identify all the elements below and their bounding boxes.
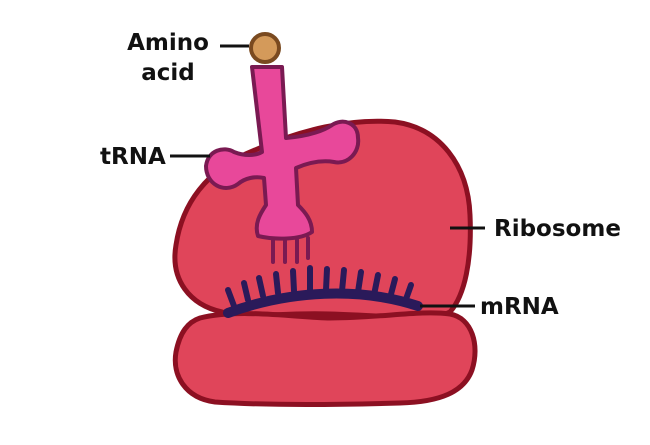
amino-acid-label-line1: Amino [127, 30, 209, 56]
ribosome-label: Ribosome [494, 216, 621, 242]
mrna-label: mRNA [480, 294, 559, 320]
mrna-strand [223, 265, 423, 318]
amino-acid-label-line2: acid [141, 60, 195, 86]
trna-body [204, 65, 361, 241]
trna-label: tRNA [100, 144, 166, 170]
amino-acid-circle [249, 32, 281, 64]
trna-anticodon-legs [271, 236, 310, 264]
ribosome-small-subunit [172, 310, 478, 407]
